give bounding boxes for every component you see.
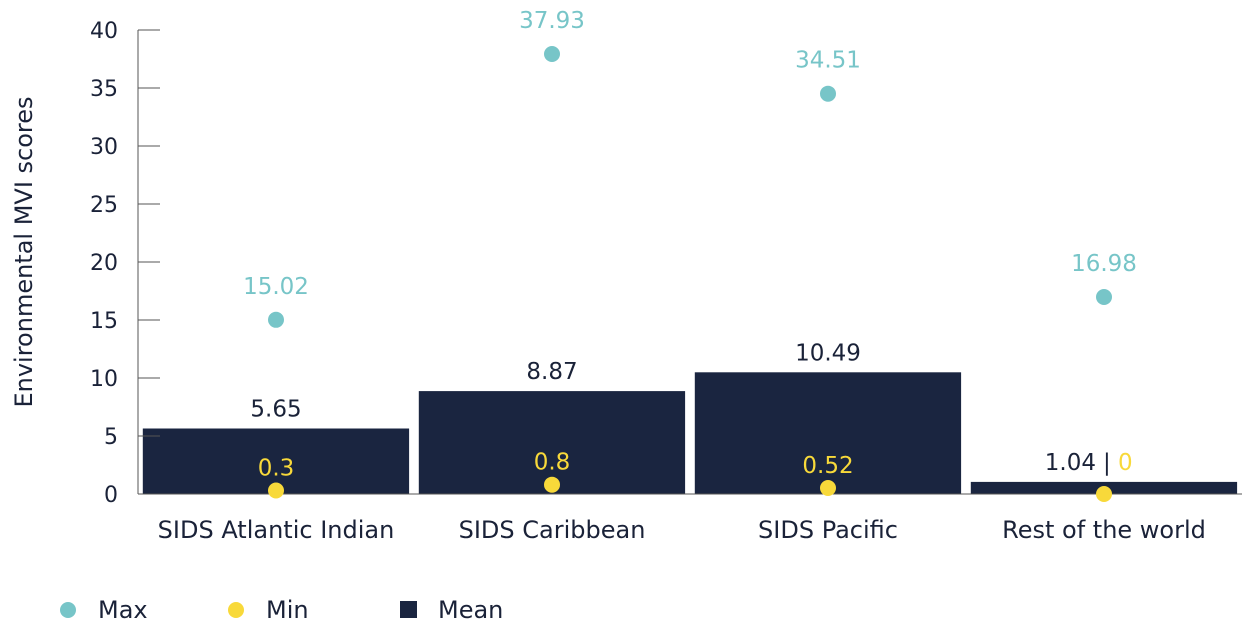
y-tick-label: 5 (104, 425, 118, 450)
max-point (1096, 289, 1112, 305)
min-data-label: 0.8 (534, 450, 571, 476)
y-tick-label: 20 (90, 251, 118, 276)
max-point (268, 311, 284, 328)
legend-label-min: Min (266, 596, 309, 624)
y-tick-label: 15 (90, 309, 118, 334)
min-data-label: 0 (1118, 450, 1133, 476)
min-point (820, 480, 836, 496)
legend-label-mean: Mean (438, 596, 503, 624)
legend-marker-mean (400, 601, 417, 618)
min-point (544, 476, 560, 493)
y-axis-title: Environmental MVI scores (10, 96, 38, 407)
min-data-label: 0.52 (802, 453, 853, 479)
y-tick-label: 25 (90, 193, 118, 218)
y-tick-label: 30 (90, 135, 118, 160)
y-tick-label: 35 (90, 77, 118, 102)
min-data-label: 0.3 (258, 456, 295, 482)
category-label: Rest of the world (1002, 516, 1206, 544)
y-tick-label: 40 (90, 19, 118, 44)
legend-marker-max (60, 602, 76, 618)
category-label: SIDS Atlantic Indian (158, 516, 395, 544)
y-tick-label: 10 (90, 367, 118, 392)
mean-data-label: 1.04 (1045, 450, 1096, 476)
max-data-label: 34.51 (795, 48, 861, 74)
max-point (820, 85, 836, 102)
mean-data-label: 8.87 (526, 359, 577, 385)
category-label: SIDS Pacific (758, 516, 898, 544)
label-separator: | (1103, 450, 1111, 476)
legend-label-max: Max (98, 596, 148, 624)
mean-data-label: 5.65 (250, 397, 301, 423)
legend-marker-min (228, 602, 244, 618)
max-data-label: 16.98 (1071, 251, 1137, 277)
min-point (1096, 486, 1112, 502)
max-data-label: 37.93 (519, 8, 585, 34)
y-tick-label: 0 (104, 483, 118, 508)
max-data-label: 15.02 (243, 274, 309, 300)
max-point (544, 46, 560, 62)
mean-bar (694, 372, 962, 494)
min-point (268, 482, 284, 499)
category-label: SIDS Caribbean (459, 516, 646, 544)
mean-data-label: 10.49 (795, 340, 861, 366)
